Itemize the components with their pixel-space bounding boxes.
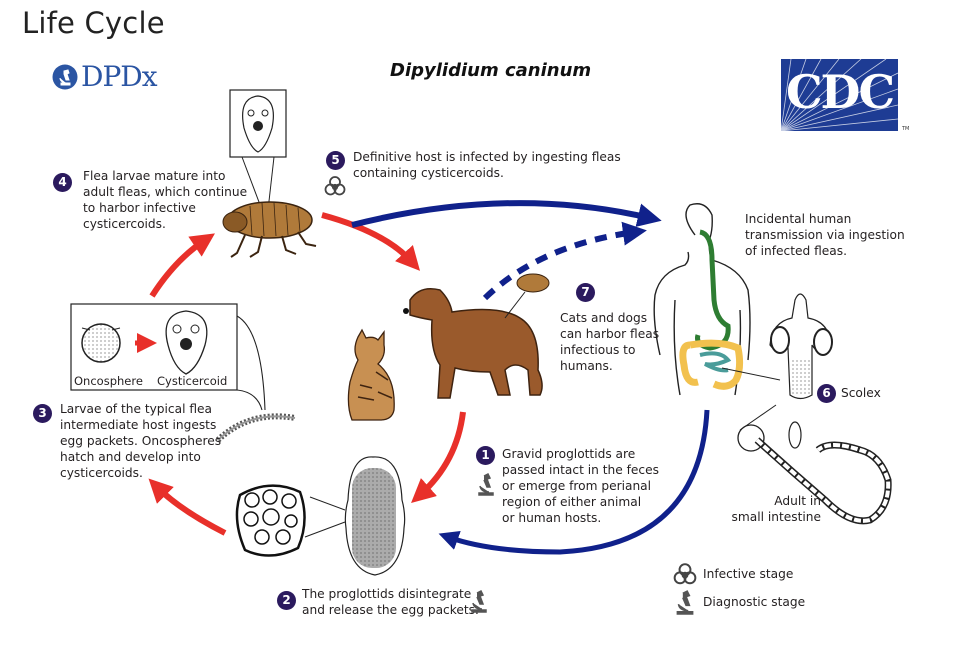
legend-item-diagnostic: Diagnostic stage [672,588,805,616]
step-5-badge: 5 [326,151,345,170]
step-5-line: containing cysticercoids. [353,166,504,180]
small-intestine-drawing [699,351,732,373]
arrow-host-to-step2 [411,411,466,503]
step-7-text: Cats and dogs can harbor fleas infectiou… [560,310,659,374]
legend: Infective stage Diagnostic stage [672,562,805,616]
arrow-step4-to-host [321,212,421,271]
adult-worm-drawing [737,404,892,525]
step-3-line: hatch and develop into [60,450,201,464]
legend-item-infective: Infective stage [672,562,805,586]
dog-drawing [403,288,543,399]
step-3-text: Larvae of the typical flea intermediate … [60,401,221,481]
step-1-line: Gravid proglottids are [502,447,636,461]
step-2-line: The proglottids disintegrate [302,587,472,601]
adult-label: Adult in small intestine [708,493,821,525]
step-7-line: can harbor fleas [560,327,660,341]
adult-label-line: small intestine [731,510,821,524]
step-4-line: to harbor infective [83,201,196,215]
arrow-human-to-step1 [438,409,710,555]
colon-drawing [679,339,744,390]
esophagus-stomach-drawing [695,229,731,351]
step-3-line: egg packets. Oncospheres [60,434,222,448]
cysticercoid-label: Cysticercoid [157,374,228,388]
microscope-logo-icon [52,64,78,89]
step-3-line: Larvae of the typical flea [60,402,213,416]
scolex-drawing [769,293,833,400]
flea-larva-drawing [215,413,296,443]
arrow-step3-to-step4 [149,233,215,298]
microscope-icon [478,472,494,496]
step-3-badge: 3 [33,404,52,423]
page-title: Life Cycle [22,6,165,40]
step-2-text: The proglottids disintegrate and release… [302,586,479,618]
step-1-line: or emerge from perianal [502,479,652,493]
microscope-icon [676,590,694,615]
step-3-line: cysticercoids. [60,466,143,480]
cat-drawing [347,328,395,421]
trademark-mark: TM [902,126,910,132]
human-transmission-text: Incidental human transmission via ingest… [745,211,905,259]
step-5-line: Definitive host is infected by ingesting… [353,150,621,164]
step-7-line: infectious to [560,343,636,357]
legend-label: Infective stage [703,567,794,581]
step-6-badge: 6 [817,384,836,403]
step-1-line: passed intact in the feces [502,463,659,477]
biohazard-icon [324,176,346,196]
step-4-line: cysticercoids. [83,217,166,231]
cdc-logo: CDC [781,59,898,131]
step-1-line: region of either animal [502,495,642,509]
step-1-line: or human hosts. [502,511,602,525]
arrow-flea-to-human [351,200,662,228]
step-4-line: Flea larvae mature into [83,169,226,183]
step-7-line: Cats and dogs [560,311,648,325]
step-2-badge: 2 [277,591,296,610]
step-2-line: and release the egg packets. [302,603,479,617]
egg-packet-drawing [235,484,346,557]
step-4-badge: 4 [53,173,72,192]
step-7-badge: 7 [576,283,595,302]
step-3-line: intermediate host ingests [60,418,217,432]
human-transmission-line: transmission via ingestion [745,228,905,242]
human-transmission-line: Incidental human [745,212,852,226]
dpdx-logo-text: DPDx [81,60,158,93]
adult-flea-drawing [222,201,317,258]
step-1-text: Gravid proglottids are passed intact in … [502,446,659,526]
cdc-logo-text: CDC [785,65,895,119]
arrow-pets-to-human-dashed [482,221,647,301]
step-4-text: Flea larvae mature into adult fleas, whi… [83,168,247,232]
step-5-text: Definitive host is infected by ingesting… [353,149,621,181]
step-4-line: adult fleas, which continue [83,185,248,199]
dpdx-logo: DPDx [52,60,158,93]
gravid-proglottid-drawing [344,456,406,576]
microscope-icon [471,589,487,613]
small-flea-drawing [504,273,550,319]
legend-label: Diagnostic stage [703,595,806,609]
biohazard-icon [673,563,697,585]
diagram-title: Dipylidium caninum [390,60,592,81]
step-1-badge: 1 [476,446,495,465]
scolex-label: Scolex [841,386,881,400]
step-7-line: humans. [560,359,613,373]
cdc-rays-icon [781,59,898,131]
adult-label-line: Adult in [774,494,821,508]
arrow-step2-to-step3 [148,478,227,536]
human-transmission-line: of infected fleas. [745,244,847,258]
oncosphere-label: Oncosphere [74,374,143,388]
